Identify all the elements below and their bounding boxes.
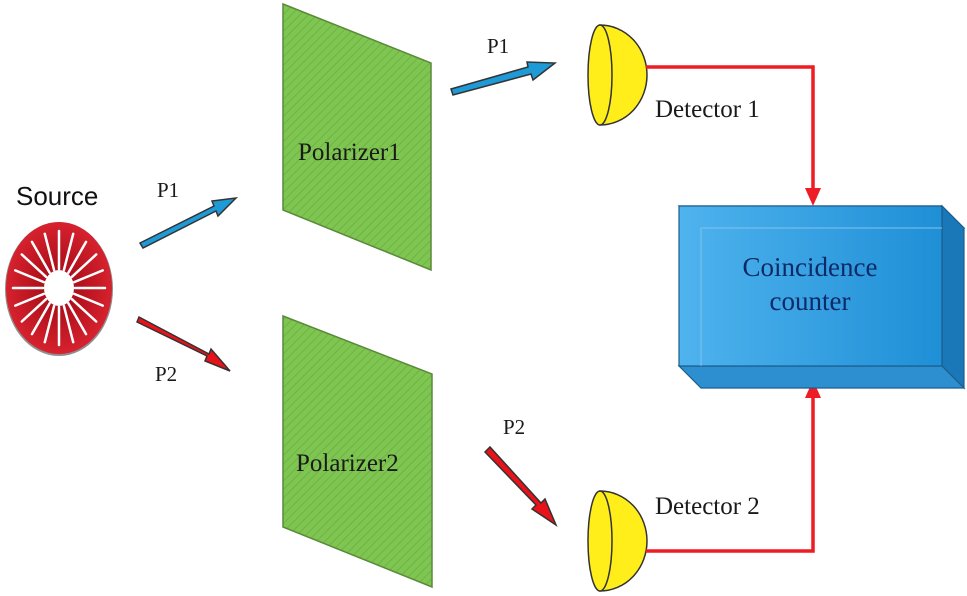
source-spoke <box>14 269 46 284</box>
polarizer-1-label: Polarizer1 <box>298 139 401 166</box>
polarizer-1-plate <box>282 2 432 272</box>
detector-2-icon <box>599 490 648 592</box>
arrow-down-icon <box>805 188 821 206</box>
coincidence-counter: Coincidence counter <box>677 204 966 390</box>
source-spoke <box>67 240 88 274</box>
source-icon <box>5 222 113 356</box>
source-spoke <box>72 269 104 284</box>
beam-p1-out-label: P1 <box>487 34 509 58</box>
polarizer-2-label: Polarizer2 <box>296 450 399 477</box>
source-spoke <box>43 304 56 344</box>
detector-1-icon <box>599 24 648 126</box>
polarizer-1: Polarizer1 <box>282 2 432 272</box>
source: Source <box>5 181 113 356</box>
counter-label-line2: counter <box>770 286 851 316</box>
source-spoke <box>70 253 98 279</box>
beam-p2-out-label: P2 <box>503 415 525 439</box>
beam-p2-in: P2 <box>136 315 231 386</box>
arrow-icon <box>450 61 558 96</box>
detector-1-label: Detector 1 <box>655 96 760 123</box>
beam-p1-in: P1 <box>138 178 239 249</box>
source-spoke <box>20 297 48 323</box>
source-spoke <box>70 297 98 323</box>
beam-p2-out: P2 <box>483 415 558 528</box>
wire-detector-1 <box>646 65 821 206</box>
source-spoke <box>67 302 88 336</box>
beam-p1-out: P1 <box>450 34 558 96</box>
detector-1: Detector 1 <box>587 24 760 126</box>
arrow-icon <box>483 445 558 528</box>
detector-2-label: Detector 2 <box>655 493 760 520</box>
detector-2: Detector 2 <box>587 490 760 592</box>
source-spoke <box>30 302 51 336</box>
source-spoke <box>14 292 46 307</box>
source-label: Source <box>16 181 98 211</box>
polarizer-2-plate <box>282 314 433 589</box>
arrow-icon <box>136 315 231 372</box>
source-spoke <box>72 292 104 307</box>
source-spoke <box>43 232 56 272</box>
arrow-icon <box>138 196 239 249</box>
source-spoke <box>62 304 75 344</box>
source-spoke <box>30 240 51 274</box>
beam-p1-in-label: P1 <box>157 178 179 202</box>
polarizer-2: Polarizer2 <box>282 314 433 589</box>
wire-detector-2 <box>646 380 821 553</box>
counter-label-line1: Coincidence <box>743 252 878 282</box>
beam-p2-in-label: P2 <box>155 362 177 386</box>
source-spoke <box>62 232 75 272</box>
source-spoke <box>20 253 48 279</box>
arrow-up-icon <box>805 380 821 398</box>
